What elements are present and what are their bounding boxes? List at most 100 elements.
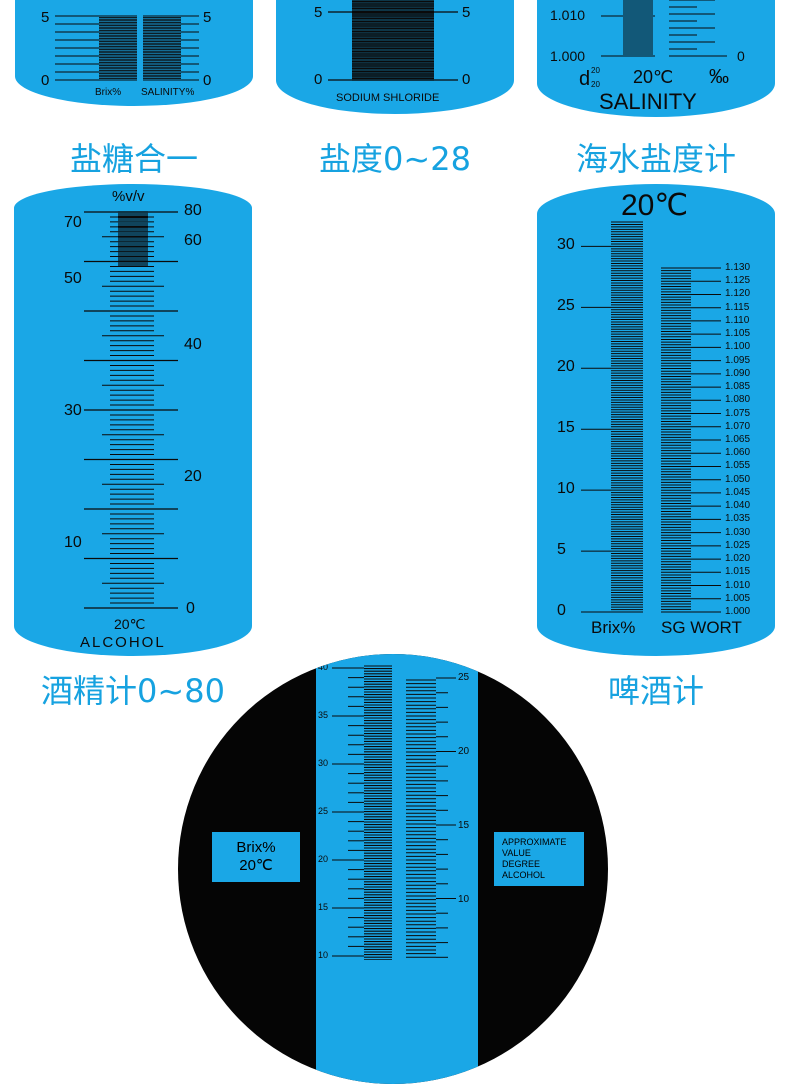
beer-sg-label: 1.105 [725, 328, 751, 340]
beer-brix-label: 15 [557, 419, 575, 437]
alcohol-box-line2: VALUE [502, 848, 531, 858]
beer-sg-label: 1.020 [725, 553, 751, 565]
beer-brix-label: 0 [557, 602, 566, 619]
beer-sg-label: 1.060 [725, 447, 751, 459]
p4-left-50: 50 [64, 270, 82, 287]
beer-sg-label: 1.065 [725, 434, 751, 445]
beer-sg-label: 1.115 [725, 301, 750, 313]
p1-right-0: 0 [203, 72, 212, 89]
p1-left-0: 0 [41, 72, 50, 89]
scale-salt [328, 0, 458, 81]
beer-brix-label: 25 [557, 297, 575, 315]
p2-title: SODIUM SHLORIDE [336, 92, 440, 104]
p2-right-5: 5 [462, 4, 471, 21]
p4-right-80: 80 [184, 202, 202, 219]
beer-sg-label: 1.100 [725, 341, 751, 353]
beer-sg-label: 1.120 [725, 288, 751, 300]
wine-brix-label: 25 [318, 806, 329, 816]
p4-right-40: 40 [184, 336, 202, 353]
beer-sg-label: 1.090 [725, 367, 751, 379]
scale-seawater [601, 0, 727, 57]
beer-brix-label: 5 [557, 541, 566, 559]
caption-salt-sugar: 盐糖合一 [69, 140, 198, 178]
wine-brix-label: 20 [318, 854, 329, 864]
alcohol-box-line3: DEGREE [502, 859, 541, 869]
wine-alcohol-label: 15 [458, 820, 470, 831]
beer-sg-label: 1.010 [725, 579, 751, 591]
p4-left-70: 70 [64, 214, 82, 231]
p4-left-30: 30 [64, 402, 82, 419]
wine-alcohol-label: 25 [458, 672, 470, 683]
alcohol-box-line1: APPROXIMATE [502, 837, 567, 847]
beer-sg-label: 1.005 [725, 592, 751, 604]
p3-d-symbol: d [579, 68, 591, 90]
p4-left-10: 10 [64, 534, 82, 551]
panel-salt-sugar: 5 0 5 0 Brix% SALINITY% [15, 0, 253, 106]
p2-left-5: 5 [314, 4, 323, 21]
scale-salt-sugar [55, 15, 199, 81]
beer-sg-label: 1.030 [725, 526, 751, 538]
beer-sg-label: 1.075 [725, 407, 751, 419]
p4-right-60: 60 [184, 232, 202, 249]
beer-sg-label: 1.085 [725, 381, 751, 393]
caption-salt: 盐度0~28 [319, 140, 471, 178]
p4-unit: %v/v [112, 188, 145, 205]
wine-alcohol-label: 20 [458, 746, 470, 757]
scale-beer [581, 221, 721, 613]
p3-temp: 20℃ [633, 67, 674, 87]
beer-sg-label: 1.045 [725, 486, 751, 498]
p3-d-sub: 20 [591, 80, 600, 89]
p5-right-title: SG WORT [661, 618, 742, 637]
beer-brix-label: 20 [557, 358, 575, 376]
beer-sg-label: 1.000 [725, 606, 751, 617]
beer-sg-label: 1.095 [725, 354, 751, 366]
beer-sg-label: 1.035 [725, 513, 751, 525]
panel-salt: 5 0 5 0 SODIUM SHLORIDE [276, 0, 514, 114]
p4-temp: 20℃ [114, 616, 146, 632]
brix-box-line1: Brix% [236, 839, 276, 856]
scale-alcohol [84, 211, 178, 609]
p5-left-title: Brix% [591, 618, 636, 637]
beer-sg-label: 1.080 [725, 394, 751, 406]
p3-1010: 1.010 [550, 7, 586, 23]
alcohol-box: APPROXIMATE VALUE DEGREE ALCOHOL [494, 832, 584, 886]
scale-wine [332, 665, 456, 973]
panel-alcohol: %v/v 70 50 30 10 80 60 40 20 0 20℃ ALCOH… [14, 184, 252, 656]
p1-left-5: 5 [41, 9, 50, 26]
p1-right-5: 5 [203, 9, 212, 26]
beer-sg-label: 1.110 [725, 314, 750, 326]
caption-alcohol: 酒精计0~80 [41, 672, 225, 710]
p3-d-sup: 20 [591, 66, 600, 75]
wine-brix-label: 30 [318, 758, 329, 768]
panel-seawater: 1.010 1.000 0 d 20 20 20℃ ‰ SALINITY [537, 0, 775, 117]
beer-sg-label: 1.015 [725, 566, 751, 578]
p3-1000: 1.000 [550, 48, 586, 64]
p4-right-20: 20 [184, 468, 202, 485]
beer-sg-label: 1.130 [725, 262, 751, 273]
p1-brix-title: Brix% [95, 87, 122, 98]
beer-sg-label: 1.055 [725, 460, 751, 472]
p3-title: SALINITY [599, 89, 697, 114]
caption-beer: 啤酒计 [607, 672, 704, 710]
beer-sg-label: 1.040 [725, 500, 751, 512]
alcohol-box-line4: ALCOHOL [502, 870, 546, 880]
brix-box-line2: 20℃ [239, 857, 273, 874]
beer-brix-label: 10 [557, 480, 575, 498]
wine-brix-label: 40 [318, 662, 329, 672]
p5-temp: 20℃ [621, 189, 689, 222]
beer-sg-label: 1.025 [725, 539, 751, 551]
p1-salinity-title: SALINITY% [141, 87, 195, 98]
wine-brix-label: 10 [318, 950, 329, 960]
beer-sg-label: 1.070 [725, 420, 751, 432]
brix-box: Brix% 20℃ [212, 832, 300, 882]
p4-right-0: 0 [186, 600, 195, 617]
p3-right-0: 0 [737, 48, 745, 64]
beer-sg-label: 1.125 [725, 275, 751, 287]
beer-sg-label: 1.050 [725, 473, 751, 485]
wine-brix-label: 35 [318, 710, 329, 720]
p2-left-0: 0 [314, 71, 323, 88]
caption-seawater: 海水盐度计 [575, 140, 736, 178]
